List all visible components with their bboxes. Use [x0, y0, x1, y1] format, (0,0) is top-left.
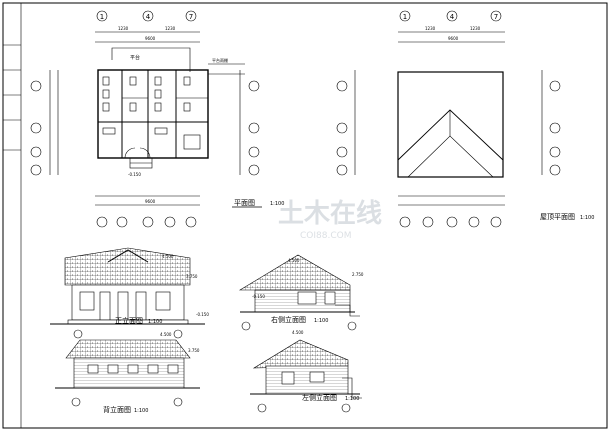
back-elevation-title: 背立面图 — [103, 405, 131, 414]
svg-text:7: 7 — [189, 13, 193, 21]
right-elevation-title: 右侧立面图 — [271, 315, 306, 324]
front-elevation — [50, 247, 205, 339]
watermark-text: 土木在线 — [278, 199, 382, 229]
dim-text: 1230 — [165, 26, 176, 31]
elev-mark: 3.750 — [186, 274, 198, 279]
left-elevation-scale: 1:100 — [345, 396, 359, 402]
elev-mark: -0.150 — [252, 294, 265, 299]
left-elevation-title: 左侧立面图 — [302, 393, 337, 402]
svg-text:平台雨棚: 平台雨棚 — [212, 57, 228, 63]
dim-text: 9600 — [145, 36, 156, 41]
elev-mark: 3.750 — [188, 348, 200, 353]
roof-plan-title: 屋顶平面图 — [540, 213, 575, 221]
svg-text:1: 1 — [403, 13, 407, 21]
right-side-elevation — [238, 254, 360, 331]
elev-mark: 2.750 — [352, 272, 364, 277]
plan-title: 平面图 — [234, 199, 255, 207]
elev-mark: 4.500 — [288, 258, 300, 263]
elev-mark: 4.500 — [160, 332, 172, 337]
roof-plan: 1 4 7 1230 1230 9600 — [336, 10, 561, 228]
svg-text:7: 7 — [494, 13, 498, 21]
svg-text:4: 4 — [146, 13, 151, 21]
plan-scale: 1:100 — [270, 201, 284, 207]
dim-text: 1230 — [425, 26, 436, 31]
floor-plan: 1 4 7 1230 1230 9600 平台 — [30, 10, 260, 228]
elev-mark: -0.150 — [196, 312, 209, 317]
dim-text: 9600 — [145, 199, 156, 204]
front-elevation-title: 正立面图 — [115, 316, 143, 325]
back-elevation-scale: 1:100 — [134, 408, 148, 414]
watermark-sub: COI88.COM — [300, 231, 351, 241]
left-side-elevation — [250, 339, 362, 413]
watermark: 土木在线 COI88.COM — [278, 199, 382, 241]
svg-text:1: 1 — [100, 13, 104, 21]
dim-text: 1230 — [470, 26, 481, 31]
roof-plan-scale: 1:100 — [580, 215, 594, 221]
platform-label: 平台 — [130, 54, 140, 61]
title-strip — [2, 2, 22, 429]
elev-mark: 4.500 — [292, 330, 304, 335]
svg-text:4: 4 — [450, 13, 455, 21]
elev-mark: 4.500 — [162, 254, 174, 259]
back-elevation — [55, 339, 200, 407]
dim-text: 9600 — [448, 36, 459, 41]
svg-text:-0.150: -0.150 — [128, 172, 141, 177]
dim-text: 1230 — [118, 26, 129, 31]
front-elevation-scale: 1:100 — [148, 319, 162, 325]
right-elevation-scale: 1:100 — [314, 318, 328, 324]
